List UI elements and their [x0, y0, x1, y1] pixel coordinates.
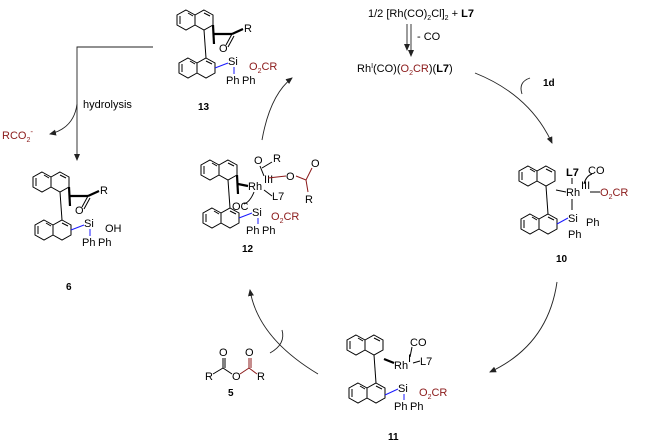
acyl-r: R	[273, 153, 281, 165]
anhydride-5: R O O O R 5	[205, 347, 265, 399]
cycle-arrows: 1d hydrolysis RCO2-	[2, 46, 558, 375]
compound-number: 11	[388, 432, 399, 443]
carboxylate: O2CR	[271, 211, 299, 225]
silicon: Si	[398, 383, 408, 395]
compound-10: Rh III L7 CO O2CR Si Ph Ph 10	[518, 165, 628, 265]
arrow-12-to-13	[261, 77, 293, 141]
compound-11: Rh I CO L7 Si Ph Ph O2CR 11	[346, 334, 447, 443]
phenyl-2: Ph	[98, 237, 111, 249]
phenyl-1: Ph	[394, 401, 407, 413]
hydroxyl: OH	[105, 223, 122, 235]
phenyl-2: Ph	[262, 225, 275, 237]
rhodium: Rh	[394, 360, 408, 372]
ketone-r: R	[100, 185, 108, 197]
arrow-10-to-11	[489, 281, 558, 373]
carboxylate: O2CR	[249, 61, 277, 75]
phenyl-2: Ph	[410, 401, 423, 413]
compound-number: 12	[242, 244, 254, 255]
substrate-label: 1d	[543, 78, 555, 89]
phenyl-1: Ph	[246, 225, 259, 237]
phenyl-2: Ph	[568, 229, 581, 241]
active-catalyst: RhI(CO)(O2CR)(L7)	[357, 63, 453, 77]
ketone-o: O	[219, 43, 228, 55]
anhydride-r-right: R	[257, 371, 265, 383]
arrow-11-to-12	[248, 289, 319, 375]
oxidation-state: I	[408, 353, 411, 365]
compound-12: Rh III O R O O R L7 OC Si Ph Ph O2CR 12	[200, 153, 320, 255]
co-loss-label: - CO	[417, 31, 441, 43]
bridging-o: O	[232, 371, 241, 383]
ester-r: R	[305, 194, 313, 206]
compound-number: 6	[66, 282, 72, 293]
ligand-l7: L7	[272, 191, 284, 203]
carbonyl-ligand: CO	[410, 337, 427, 349]
acyl-o: O	[254, 155, 263, 167]
arrow-anhydride-entry	[269, 329, 284, 354]
carbonyl-ligand: CO	[588, 165, 605, 177]
arrow-byproduct	[49, 103, 78, 136]
phenyl-1: Ph	[226, 75, 239, 87]
oxidation-state: III	[264, 174, 273, 186]
arrow-13-to-6	[74, 46, 153, 161]
carbonyl-o-left: O	[219, 347, 228, 359]
precatalyst-reagents: 1/2 [Rh(CO)2Cl]2 + L7	[368, 8, 474, 22]
silicon: Si	[568, 213, 578, 225]
phenyl-1: Ph	[82, 237, 95, 249]
compound-number: 10	[556, 254, 568, 265]
hydrolysis-label: hydrolysis	[83, 99, 132, 111]
compound-6: R O Si Ph Ph OH 6	[32, 171, 122, 293]
silicon: Si	[84, 218, 94, 230]
carboxylate-byproduct: RCO2-	[2, 127, 33, 144]
anhydride-r-left: R	[205, 371, 213, 383]
carboxylate: O2CR	[419, 387, 447, 401]
rhodium: Rh	[566, 187, 580, 199]
compound-number: 13	[198, 102, 210, 113]
ligand-l7: L7	[566, 167, 579, 179]
ketone-r: R	[244, 23, 252, 35]
carboxylate: O2CR	[600, 187, 628, 201]
carbonyl-o-right: O	[245, 347, 254, 359]
ester-carbonyl-o: O	[311, 158, 320, 170]
rhodium: Rh	[248, 181, 262, 193]
compound-13: R O Si Ph Ph O2CR 13	[176, 9, 277, 113]
silicon: Si	[228, 56, 238, 68]
ligand-l7: L7	[420, 356, 432, 368]
silicon: Si	[252, 207, 262, 219]
phenyl-1: Ph	[586, 217, 599, 229]
phenyl-2: Ph	[242, 75, 255, 87]
oxidation-state: III	[581, 180, 590, 192]
carbonyl-ligand: OC	[232, 201, 249, 213]
compound-number: 5	[228, 388, 234, 399]
precatalyst-formation: 1/2 [Rh(CO)2Cl]2 + L7 - CO RhI(CO)(O2CR)…	[357, 8, 474, 77]
ketone-o: O	[75, 205, 84, 217]
ester-o: O	[286, 171, 295, 183]
arrow-1d-entry	[520, 77, 531, 95]
arrow-cat-to-10	[474, 72, 553, 144]
